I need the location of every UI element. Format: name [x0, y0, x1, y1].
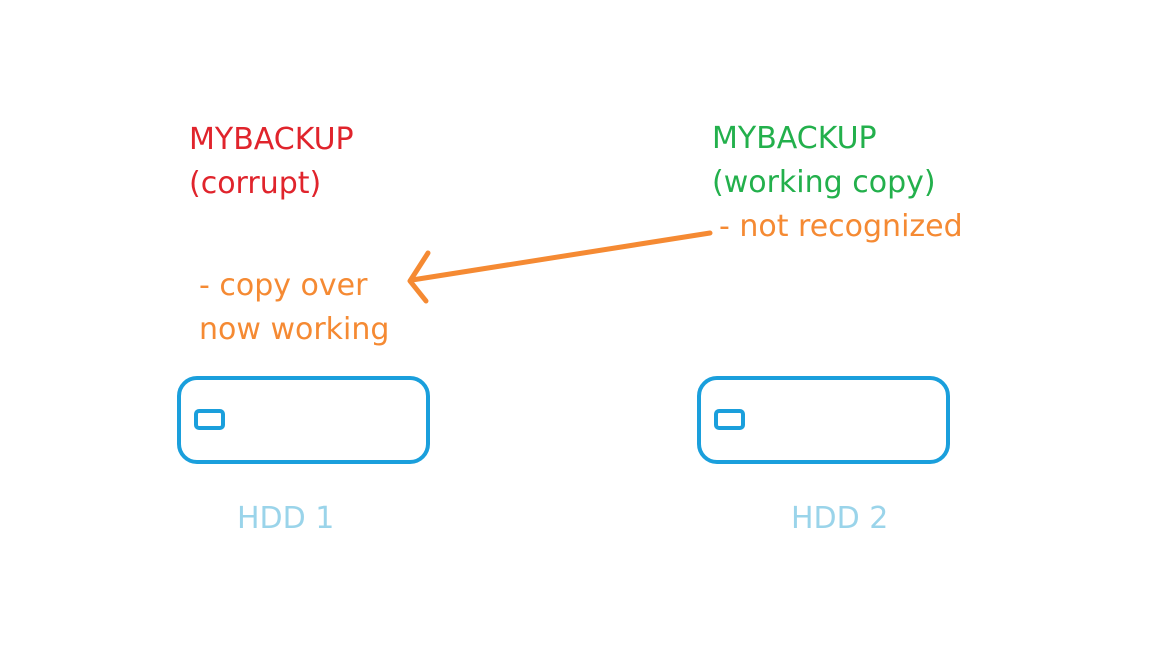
hdd2-backup-status: (working copy) [712, 165, 936, 200]
hdd1-note-line2: now working [199, 312, 390, 347]
copy-arrow-head [407, 250, 431, 304]
hdd2-note: - not recognized [719, 209, 963, 244]
hdd1-note-line1: - copy over [199, 268, 368, 303]
hdd1-drive-icon [177, 376, 430, 464]
hdd2-drive-led-icon [714, 409, 745, 430]
hdd2-label: HDD 2 [791, 501, 889, 536]
hdd2-drive-icon [697, 376, 950, 464]
hdd1-backup-status: (corrupt) [189, 166, 322, 201]
copy-arrow-shaft [409, 230, 713, 283]
hdd1-drive-led-icon [194, 409, 225, 430]
hdd1-backup-name: MYBACKUP [189, 122, 354, 157]
hdd1-label: HDD 1 [237, 501, 335, 536]
hdd2-backup-name: MYBACKUP [712, 121, 877, 156]
